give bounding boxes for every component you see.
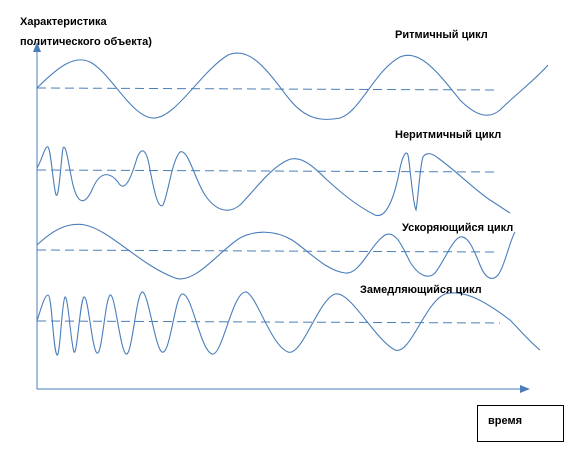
cycle-rhythmic: Ритмичный цикл — [36, 29, 549, 120]
cycle-decelerating: Замедляющийся цикл — [36, 284, 541, 356]
baseline-rhythmic — [36, 87, 496, 91]
cycle-label-accelerating: Ускоряющийся цикл — [402, 222, 513, 234]
x-axis-label-box: время — [477, 405, 564, 442]
cycle-irregular: Неритмичный цикл — [36, 129, 511, 216]
baseline-irregular — [36, 169, 496, 173]
cycle-label-irregular: Неритмичный цикл — [395, 129, 501, 141]
y-axis-label-line2: политического объекта) — [20, 36, 152, 48]
cycle-accelerating: Ускоряющийся цикл — [36, 222, 516, 280]
baseline-accelerating — [36, 249, 496, 253]
x-axis-arrow-icon — [520, 385, 530, 393]
baseline-decelerating — [36, 320, 501, 324]
cycle-label-rhythmic: Ритмичный цикл — [395, 29, 488, 41]
y-axis-label-line1: Характеристика — [20, 16, 108, 28]
x-axis-label: время — [488, 415, 523, 427]
curve-irregular — [36, 146, 511, 216]
cycle-label-decelerating: Замедляющийся цикл — [360, 284, 482, 296]
y-axis-arrow-icon — [33, 42, 41, 52]
curve-decelerating — [36, 291, 541, 356]
curve-rhythmic — [36, 52, 549, 120]
curve-accelerating — [36, 223, 516, 280]
